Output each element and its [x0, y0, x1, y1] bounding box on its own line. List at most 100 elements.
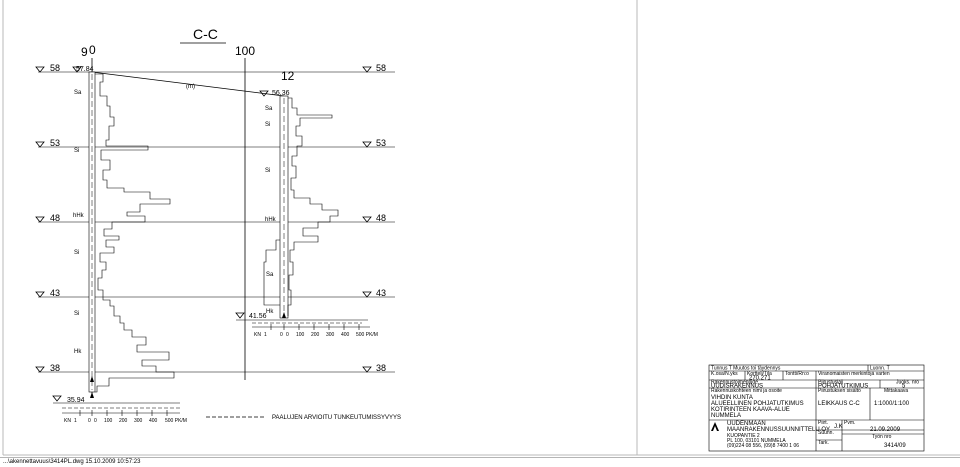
elevation-label-48: 48: [50, 213, 60, 223]
boring-2: 56.36 Sa Si Si hHk Sa Hk 41.56 KN 1 0 0 …: [235, 90, 378, 338]
cad-drawing-sheet: .ln { stroke:#000; stroke-width:0.8; fil…: [2, 0, 960, 456]
scale-tick-label: 200: [311, 332, 320, 338]
soil-label: Hk: [74, 349, 82, 355]
level-triangle-icon: [35, 66, 45, 73]
stop-marker-icon: [90, 392, 94, 398]
section-title: C-C: [193, 26, 218, 42]
boring-1-id: 9: [81, 45, 88, 59]
title-block-value: 270.271: [749, 376, 771, 382]
level-triangle-icon: [235, 312, 245, 319]
soil-label: Si: [74, 250, 79, 256]
boring-1: 57.84 Sa Si hHk Si Si Hk 35.94 KN 1 0 0 …: [52, 66, 187, 424]
title-block-value: 5: [902, 384, 906, 390]
level-triangle-icon: [35, 216, 45, 223]
legend-text: PAALUJEN ARVIOITU TUNKEUTUMISSYVYYS: [272, 415, 401, 421]
elevation-label-53-right: 53: [376, 138, 386, 148]
elevation-label-48-right: 48: [376, 213, 386, 223]
stop-marker-icon: [282, 312, 286, 318]
scale-kn-label: KN: [254, 332, 261, 338]
elevation-label-53: 53: [50, 138, 60, 148]
company-address: PL 100, 03101 NUMMELA: [727, 438, 786, 444]
ground-surface-line: [91, 71, 285, 97]
scale-kn-value: 1: [264, 332, 267, 338]
section-arrow-note: (m): [186, 84, 195, 90]
title-block-text: Piirustuslaji: [818, 380, 843, 386]
boring-2-sounding-resistance-right: [287, 97, 339, 316]
title-block-value: LEIKKAUS C-C: [818, 401, 860, 407]
title-block-value: POHJATUTKIMUS: [818, 384, 868, 390]
scale-tick-label: 0: [94, 418, 97, 424]
scale-kn-value: 1: [74, 418, 77, 424]
boring-1-bottom-level: 35.94: [67, 397, 85, 404]
scale-zero: 0: [89, 43, 96, 57]
title-block-text: Pvm.: [844, 420, 855, 426]
soil-label: Hk: [266, 309, 274, 315]
soil-label: Si: [265, 168, 270, 174]
elevation-label-43-right: 43: [376, 288, 386, 298]
soil-label: Sa: [74, 90, 82, 96]
title-block-address: NUMMELA: [711, 413, 741, 419]
level-triangle-icon: [362, 366, 372, 373]
elevation-label-58-right: 58: [376, 63, 386, 73]
scale-tick-label: 200: [119, 418, 128, 424]
title-block-text: Tark.: [818, 440, 829, 446]
title-block-value: 3414/09: [884, 443, 906, 449]
title-block-text: Suunn.: [818, 430, 834, 436]
scale-tick-label: 500 PK/M: [165, 418, 187, 424]
scale-tick-label: 100: [104, 418, 113, 424]
title-block-text: Tontti/Rn:o: [785, 371, 809, 377]
level-triangle-icon: [35, 291, 45, 298]
title-block-text: Juoks. nro: [896, 380, 919, 386]
level-triangle-icon: [362, 141, 372, 148]
elevation-label-58: 58: [50, 63, 60, 73]
boring-1-top-level: 57.84: [76, 66, 94, 73]
soil-label: Si: [265, 122, 270, 128]
level-triangle-icon: [72, 66, 82, 73]
boring-2-bottom-level: 41.56: [249, 313, 267, 320]
legend: PAALUJEN ARVIOITU TUNKEUTUMISSYVYYS: [206, 415, 401, 421]
company-address: KUOPANTIE 2: [727, 433, 760, 439]
title-block-text: Piirt.: [818, 420, 828, 426]
level-triangle-icon: [35, 366, 45, 373]
title-block-value: 1:1000/1:100: [874, 401, 910, 407]
title-block-text: Mittakaava: [884, 388, 908, 394]
elevation-markers-left: 58 53 48 43 38: [35, 63, 60, 373]
status-file-path: ...\akennettavuus\3414PL.dwg 15.10.2009 …: [3, 459, 141, 465]
title-block-text: Työn nro: [872, 434, 892, 440]
level-triangle-icon: [35, 141, 45, 148]
boring-1-sounding-resistance: [95, 73, 175, 393]
status-bar: ...\akennettavuus\3414PL.dwg 15.10.2009 …: [0, 457, 960, 467]
elevation-markers-right: 58 53 48 43 38: [362, 63, 386, 373]
company-name: MAANRAKENNUSSUUNNITTELU OY: [727, 427, 830, 433]
elevation-label-43: 43: [50, 288, 60, 298]
soil-label: Sa: [266, 272, 274, 278]
title-block-text: Tunnus T Muutos toi täydennys: [711, 366, 781, 372]
title-block-address: ALUEELLINEN POHJATUTKIMUS: [711, 401, 804, 407]
scale-kn-label: KN: [64, 418, 71, 424]
scale-tick-label: 500 PK/M: [356, 332, 378, 338]
scale-tick-label: 0: [280, 332, 283, 338]
company-address: (09)224 08 556, (09)8 7400 1 06: [727, 443, 799, 449]
title-block-text: Kortteli/Tila: [747, 371, 772, 377]
title-block-address: VIHDIN KUNTA: [711, 395, 753, 401]
boring-2-top-level: 56.36: [272, 90, 290, 97]
stop-marker-icon: [90, 376, 94, 382]
scale-tick-label: 0: [88, 418, 91, 424]
level-triangle-icon: [362, 216, 372, 223]
title-block-text: K.osa/N.yks: [711, 371, 738, 377]
company-name: UUDENMAAN: [727, 421, 766, 427]
level-triangle-icon: [362, 66, 372, 73]
soil-label: hHk: [265, 217, 277, 223]
scale-tick-label: 400: [149, 418, 158, 424]
title-block-value: J.K: [834, 424, 843, 430]
title-block-text: Luonn. T: [870, 366, 890, 372]
scale-tick-label: 0: [286, 332, 289, 338]
boring-2-sounding-resistance-left: [263, 239, 280, 306]
title-block-text: Rakennustoimenpide: [711, 380, 758, 386]
scale-hundred: 100: [235, 44, 255, 58]
elevation-grid: [38, 71, 395, 373]
level-triangle-icon: [259, 90, 269, 97]
title-block: Tunnus T Muutos toi täydennys Luonn. T K…: [708, 364, 925, 452]
level-triangle-icon: [52, 395, 62, 402]
soil-label: hHk: [73, 213, 85, 219]
